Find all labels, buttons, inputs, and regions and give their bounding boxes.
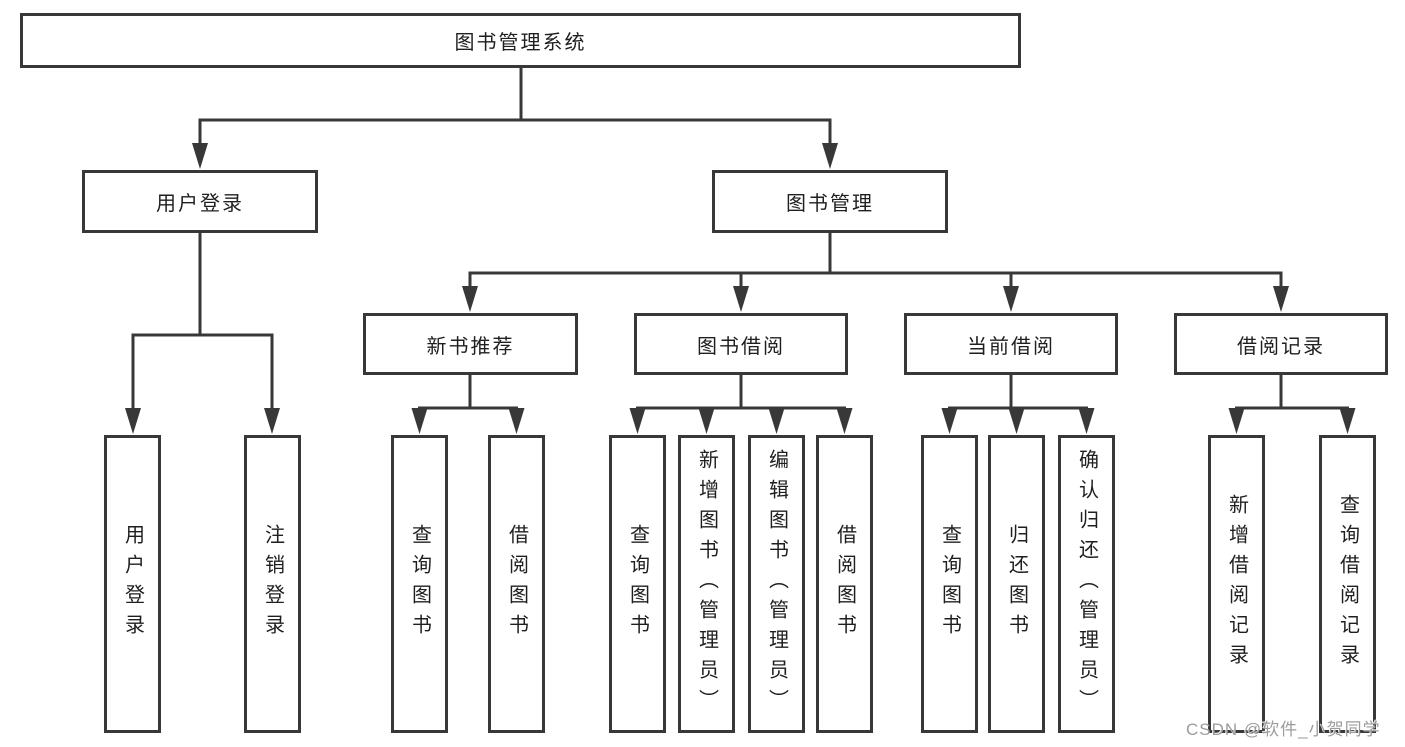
- arrowheads: [125, 143, 1356, 434]
- node-library-system: 图书管理系统: [20, 13, 1021, 68]
- leaf-add-borrow-record: 新增借阅记录: [1208, 435, 1265, 733]
- leaf-borrow-books-recommend: 借阅图书: [488, 435, 545, 733]
- node-borrowing-records: 借阅记录: [1174, 313, 1388, 375]
- node-new-book-recommend: 新书推荐: [363, 313, 578, 375]
- leaf-query-books-recommend: 查询图书: [391, 435, 448, 733]
- node-current-borrowing: 当前借阅: [904, 313, 1118, 375]
- leaf-logout: 注销登录: [244, 435, 301, 733]
- leaf-query-borrow-record: 查询借阅记录: [1319, 435, 1376, 733]
- leaf-borrow-books-borrowing: 借阅图书: [816, 435, 873, 733]
- leaf-query-books-borrowing: 查询图书: [609, 435, 666, 733]
- node-book-borrowing: 图书借阅: [634, 313, 848, 375]
- leaf-edit-book-admin: 编辑图书（管理员）: [748, 435, 805, 733]
- leaf-add-book-admin: 新增图书（管理员）: [678, 435, 735, 733]
- node-user-login-branch: 用户登录: [82, 170, 318, 233]
- node-book-management: 图书管理: [712, 170, 948, 233]
- leaf-user-login: 用户登录: [104, 435, 161, 733]
- leaf-query-books-current: 查询图书: [921, 435, 978, 733]
- csdn-watermark: CSDN @软件_小贺同学: [1186, 720, 1381, 739]
- leaf-return-books: 归还图书: [988, 435, 1045, 733]
- leaf-confirm-return-admin: 确认归还（管理员）: [1058, 435, 1115, 733]
